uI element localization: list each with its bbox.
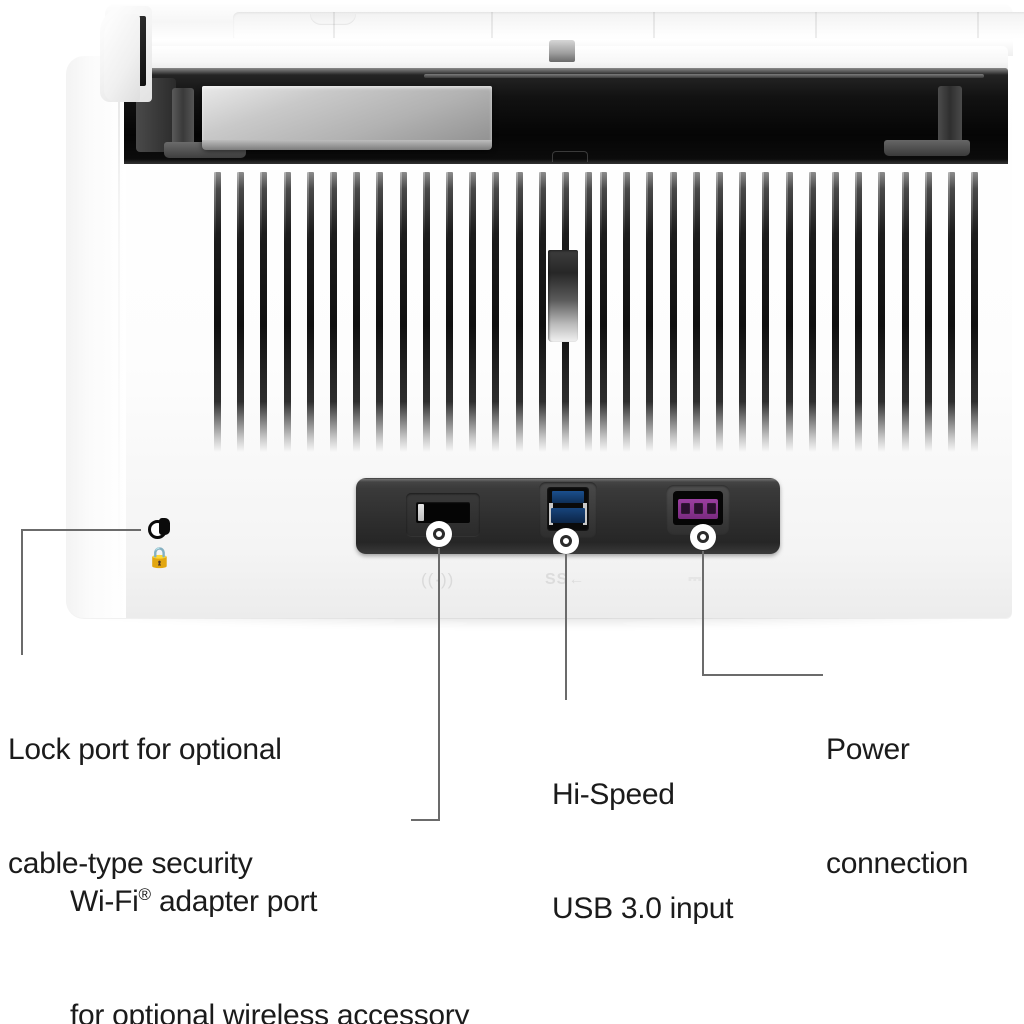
vent-slot <box>306 172 314 452</box>
vent-slot <box>260 172 268 452</box>
callout-wifi-line2: for optional wireless accessory <box>70 999 470 1024</box>
usb-b-port[interactable] <box>547 487 589 531</box>
vent-slot <box>422 172 430 452</box>
vent-slot <box>515 172 523 452</box>
vent-slot <box>237 172 245 452</box>
callout-wifi-line1-a: Wi-Fi <box>70 885 139 918</box>
vent-slot <box>971 172 979 452</box>
scanner-product-photo: 🔒 <box>66 4 1024 628</box>
lid-rib <box>653 12 655 38</box>
callout-usb-line2: USB 3.0 input <box>552 892 734 925</box>
vent-slot <box>538 172 546 452</box>
usb-b-contact-upper <box>552 491 584 503</box>
power-port[interactable] <box>673 491 723 525</box>
vent-slot <box>330 172 337 452</box>
lid-hinge-outer-cap <box>104 14 140 102</box>
lock-slot-bar <box>159 518 170 535</box>
vent-slot <box>785 172 793 452</box>
vent-slot <box>669 172 677 452</box>
cavity-guide-rail <box>424 74 984 78</box>
vent-slot <box>376 172 384 452</box>
leader-line-wifi <box>411 548 440 821</box>
vent-slot <box>716 172 723 452</box>
vent-slot <box>283 172 291 452</box>
feed-roller-left <box>172 88 194 148</box>
lid-thumb-notch <box>310 14 356 25</box>
vent-slot <box>762 172 770 452</box>
vent-slot <box>600 172 607 452</box>
callout-power-line2: connection <box>826 847 969 880</box>
callout-lock-line1: Lock port for optional <box>8 733 282 766</box>
power-pin <box>707 503 716 514</box>
vent-slot <box>739 172 747 452</box>
usb-a-recess <box>406 493 480 537</box>
usb-b-contact-lower <box>551 508 585 523</box>
vent-slot <box>924 172 932 452</box>
lock-port-slot[interactable] <box>148 518 170 539</box>
wifi-silkscreen-icon: ((·)) <box>421 570 455 589</box>
inner-paper-tray <box>202 86 492 148</box>
vent-slot <box>901 172 909 452</box>
cavity-bottom-edge <box>124 159 1008 164</box>
power-pin <box>694 503 703 514</box>
vent-slot <box>855 172 863 452</box>
scanner-left-side-panel <box>66 56 126 618</box>
registered-trademark-mark: ® <box>138 885 151 904</box>
usb-superspeed-silkscreen-icon: SS← <box>545 571 586 588</box>
body-seam-line <box>118 60 120 616</box>
feed-arm-right <box>884 140 970 156</box>
callout-wifi-adapter-port: Wi-Fi® adapter port for optional wireles… <box>70 800 470 1024</box>
anchor-dot-usb-a <box>426 521 452 547</box>
callout-power-connection: Power connection <box>826 655 968 959</box>
usb-b-recess <box>539 482 597 538</box>
vent-slot <box>353 172 361 452</box>
cavity-center-clip <box>552 151 588 162</box>
vent-slot <box>948 172 955 452</box>
power-pin <box>681 503 690 514</box>
vent-slot <box>692 172 700 452</box>
lid-rib <box>491 12 493 38</box>
callout-power-line1: Power <box>826 733 910 766</box>
callout-lock-line2: cable-type security <box>8 847 253 880</box>
scanner-feed-cavity <box>124 68 1008 164</box>
callout-wifi-line1: Wi-Fi® adapter port <box>70 876 469 921</box>
anchor-dot-usb-b <box>553 528 579 554</box>
inner-paper-tray-lip <box>202 140 492 150</box>
leader-line-power <box>702 551 823 676</box>
lid-inner-trough <box>233 12 1024 38</box>
vent-slot <box>469 172 477 452</box>
vent-slot <box>446 172 453 452</box>
lid-center-latch <box>549 40 575 62</box>
vent-slot <box>878 172 886 452</box>
feed-roller-right <box>938 86 962 148</box>
lock-icon: 🔒 <box>147 547 172 569</box>
vent-slot <box>623 172 631 452</box>
power-connector-body <box>678 499 718 519</box>
lid-rib <box>333 12 335 38</box>
callout-lock-port: Lock port for optional cable-type securi… <box>8 655 282 959</box>
lid-rib <box>815 12 817 38</box>
center-vent-recess <box>548 250 578 342</box>
vent-slot <box>214 172 221 452</box>
vent-slot <box>808 172 816 452</box>
cavity-top-highlight <box>124 68 1008 75</box>
power-silkscreen-icon: ⎓ <box>688 569 703 588</box>
usb-b-shoulder-right <box>583 503 587 525</box>
vent-slot <box>832 172 839 452</box>
anchor-dot-power <box>690 524 716 550</box>
leader-line-lock <box>21 529 141 655</box>
usb-a-port[interactable] <box>416 502 470 523</box>
vent-slot <box>399 172 407 452</box>
usb-a-tongue <box>418 504 424 521</box>
vent-slot <box>585 172 593 452</box>
vent-slot <box>646 172 654 452</box>
callout-wifi-line1-b: adapter port <box>151 885 318 918</box>
callout-usb-line1: Hi-Speed <box>552 778 675 811</box>
lid-rib <box>977 12 979 38</box>
callout-usb-input: Hi-Speed USB 3.0 input <box>552 700 734 1004</box>
vent-slot <box>492 172 500 452</box>
